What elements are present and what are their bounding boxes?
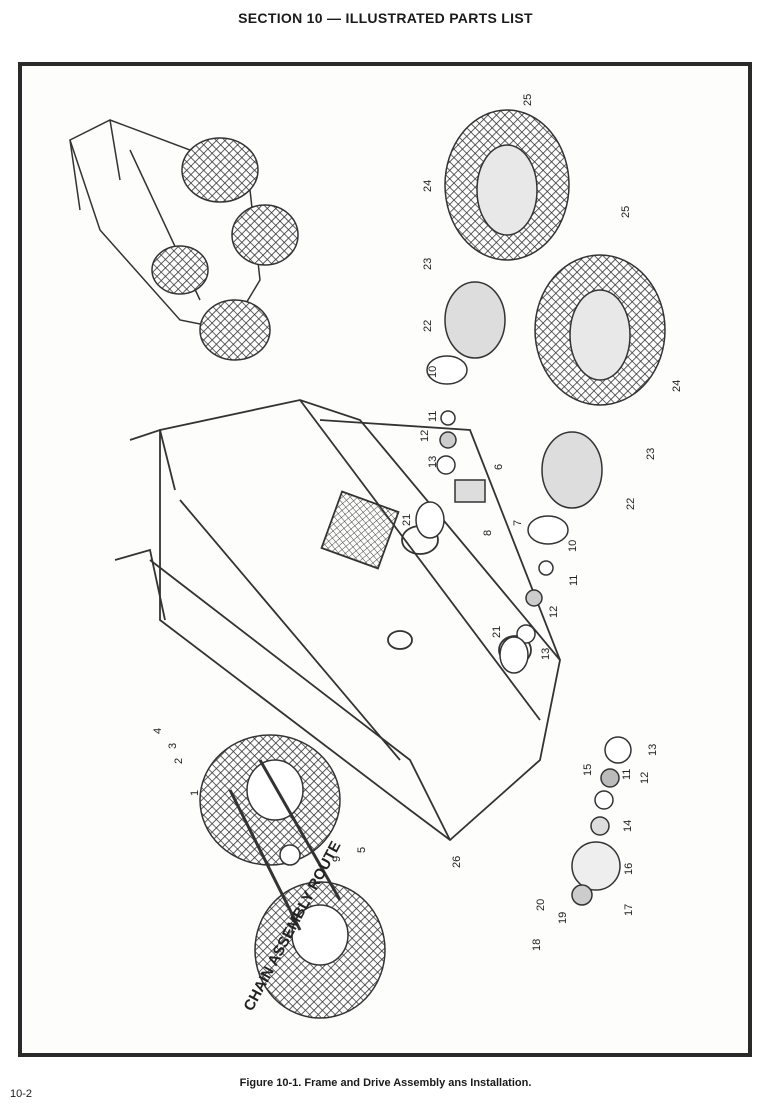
callout: 4 <box>152 728 164 734</box>
callout: 13 <box>540 648 552 660</box>
callout: 20 <box>535 899 547 911</box>
callout: 24 <box>671 380 683 392</box>
callout: 19 <box>557 912 569 924</box>
wheel-assembly-upper <box>415 109 570 539</box>
chain-route-view <box>199 734 386 1019</box>
callout: 24 <box>422 180 434 192</box>
callout: 1 <box>189 790 201 796</box>
callout: 26 <box>451 856 463 868</box>
callout: 14 <box>622 820 634 832</box>
callout-labels: 25 24 23 22 10 11 12 13 21 6 7 8 25 24 2… <box>152 94 683 951</box>
callout: 2 <box>173 758 185 764</box>
callout: 11 <box>427 411 439 422</box>
callout: 6 <box>493 464 505 470</box>
callout: 5 <box>356 847 368 853</box>
callout: 11 <box>621 769 633 780</box>
callout: 12 <box>419 430 431 442</box>
callout: 17 <box>623 904 635 916</box>
callout: 25 <box>522 94 534 106</box>
main-frame <box>114 399 561 842</box>
drive-parts <box>571 736 632 906</box>
callout: 11 <box>568 575 580 586</box>
callout: 9 <box>331 856 343 862</box>
callout: 8 <box>482 530 494 536</box>
parts-illustration <box>18 62 752 1057</box>
callout: 13 <box>647 744 659 756</box>
callout: 18 <box>531 939 543 951</box>
callout: 16 <box>623 863 635 875</box>
callout: 22 <box>422 320 434 332</box>
callout: 10 <box>567 540 579 552</box>
figure-caption: Figure 10-1. Frame and Drive Assembly an… <box>239 1077 532 1089</box>
callout: 23 <box>645 448 657 460</box>
wheel-assembly-lower <box>499 254 666 674</box>
callout: 12 <box>548 606 560 618</box>
callout: 13 <box>427 456 439 468</box>
assembled-view <box>69 119 299 361</box>
callout: 21 <box>491 626 503 638</box>
callout: 21 <box>401 514 413 526</box>
callout: 12 <box>639 772 651 784</box>
section-header: SECTION 10 — ILLUSTRATED PARTS LIST <box>238 10 533 26</box>
callout: 15 <box>582 764 594 776</box>
callout: 7 <box>512 520 524 526</box>
callout: 25 <box>620 206 632 218</box>
page-number: 10-2 <box>10 1088 33 1100</box>
callout: 22 <box>625 498 637 510</box>
callout: 23 <box>422 258 434 270</box>
callout: 3 <box>167 743 179 749</box>
callout: 10 <box>427 366 439 378</box>
